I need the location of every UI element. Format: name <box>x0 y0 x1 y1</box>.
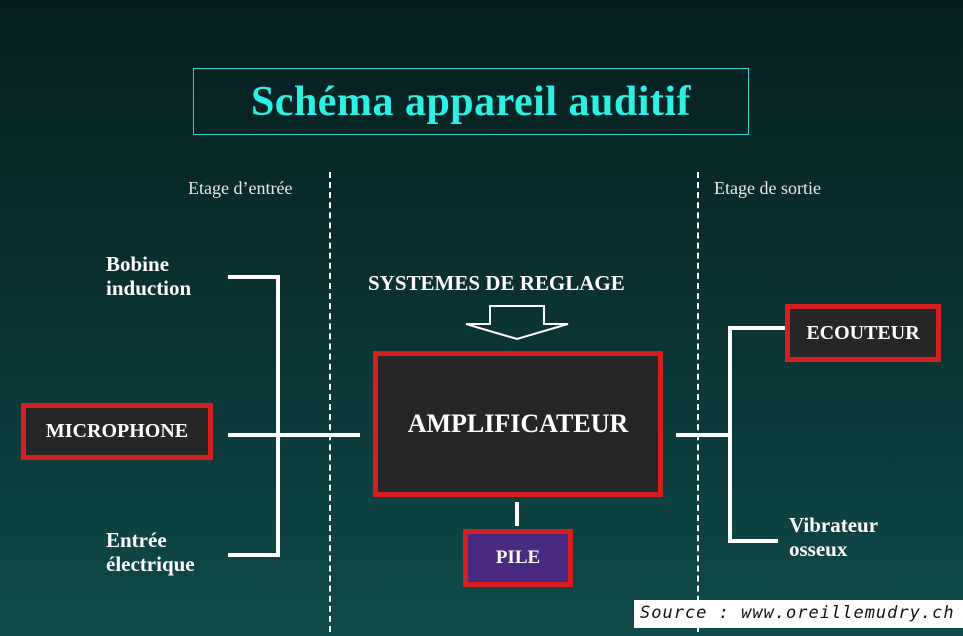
entree-label-line1: Entrée <box>106 528 167 552</box>
vibrateur-osseux-label: Vibrateur osseux <box>789 513 878 561</box>
bobine-label-line1: Bobine <box>106 252 170 276</box>
output-bracket-wire <box>728 326 732 543</box>
output-stage-label: Etage de sortie <box>714 178 821 198</box>
ecouteur-box: ECOUTEUR <box>785 304 941 362</box>
entree-label-line2: électrique <box>106 552 195 576</box>
output-stage-divider <box>697 172 699 632</box>
entree-wire <box>228 553 280 557</box>
input-stage-label: Etage d’entrée <box>188 178 293 198</box>
down-arrow-icon <box>465 305 569 341</box>
systemes-reglage-label: SYSTEMES DE REGLAGE <box>368 271 625 295</box>
ecouteur-wire <box>728 326 788 330</box>
diagram-title: Schéma appareil auditif <box>250 78 692 125</box>
pile-wire <box>515 502 519 526</box>
vibrateur-label-line1: Vibrateur <box>789 513 879 537</box>
source-credit: Source : www.oreillemudry.ch <box>640 603 955 623</box>
ecouteur-label: ECOUTEUR <box>806 321 920 344</box>
input-main-wire <box>228 433 360 437</box>
microphone-label: MICROPHONE <box>45 420 189 442</box>
vibrateur-wire <box>728 539 778 543</box>
entree-electrique-label: Entrée électrique <box>106 528 195 576</box>
bobine-wire <box>228 275 280 279</box>
output-main-wire <box>676 433 732 437</box>
pile-box: PILE <box>463 529 573 587</box>
vibrateur-label-line2: osseux <box>789 537 848 561</box>
title-box: Schéma appareil auditif <box>193 68 749 135</box>
input-stage-divider <box>329 172 331 632</box>
pile-label: PILE <box>495 547 541 568</box>
source-background <box>634 600 963 628</box>
microphone-box: MICROPHONE <box>21 403 213 460</box>
bobine-induction-label: Bobine induction <box>106 252 191 300</box>
input-bracket-wire <box>276 275 280 557</box>
bobine-label-line2: induction <box>106 276 192 300</box>
amplificateur-label: AMPLIFICATEUR <box>407 409 629 438</box>
amplificateur-box: AMPLIFICATEUR <box>373 351 663 497</box>
